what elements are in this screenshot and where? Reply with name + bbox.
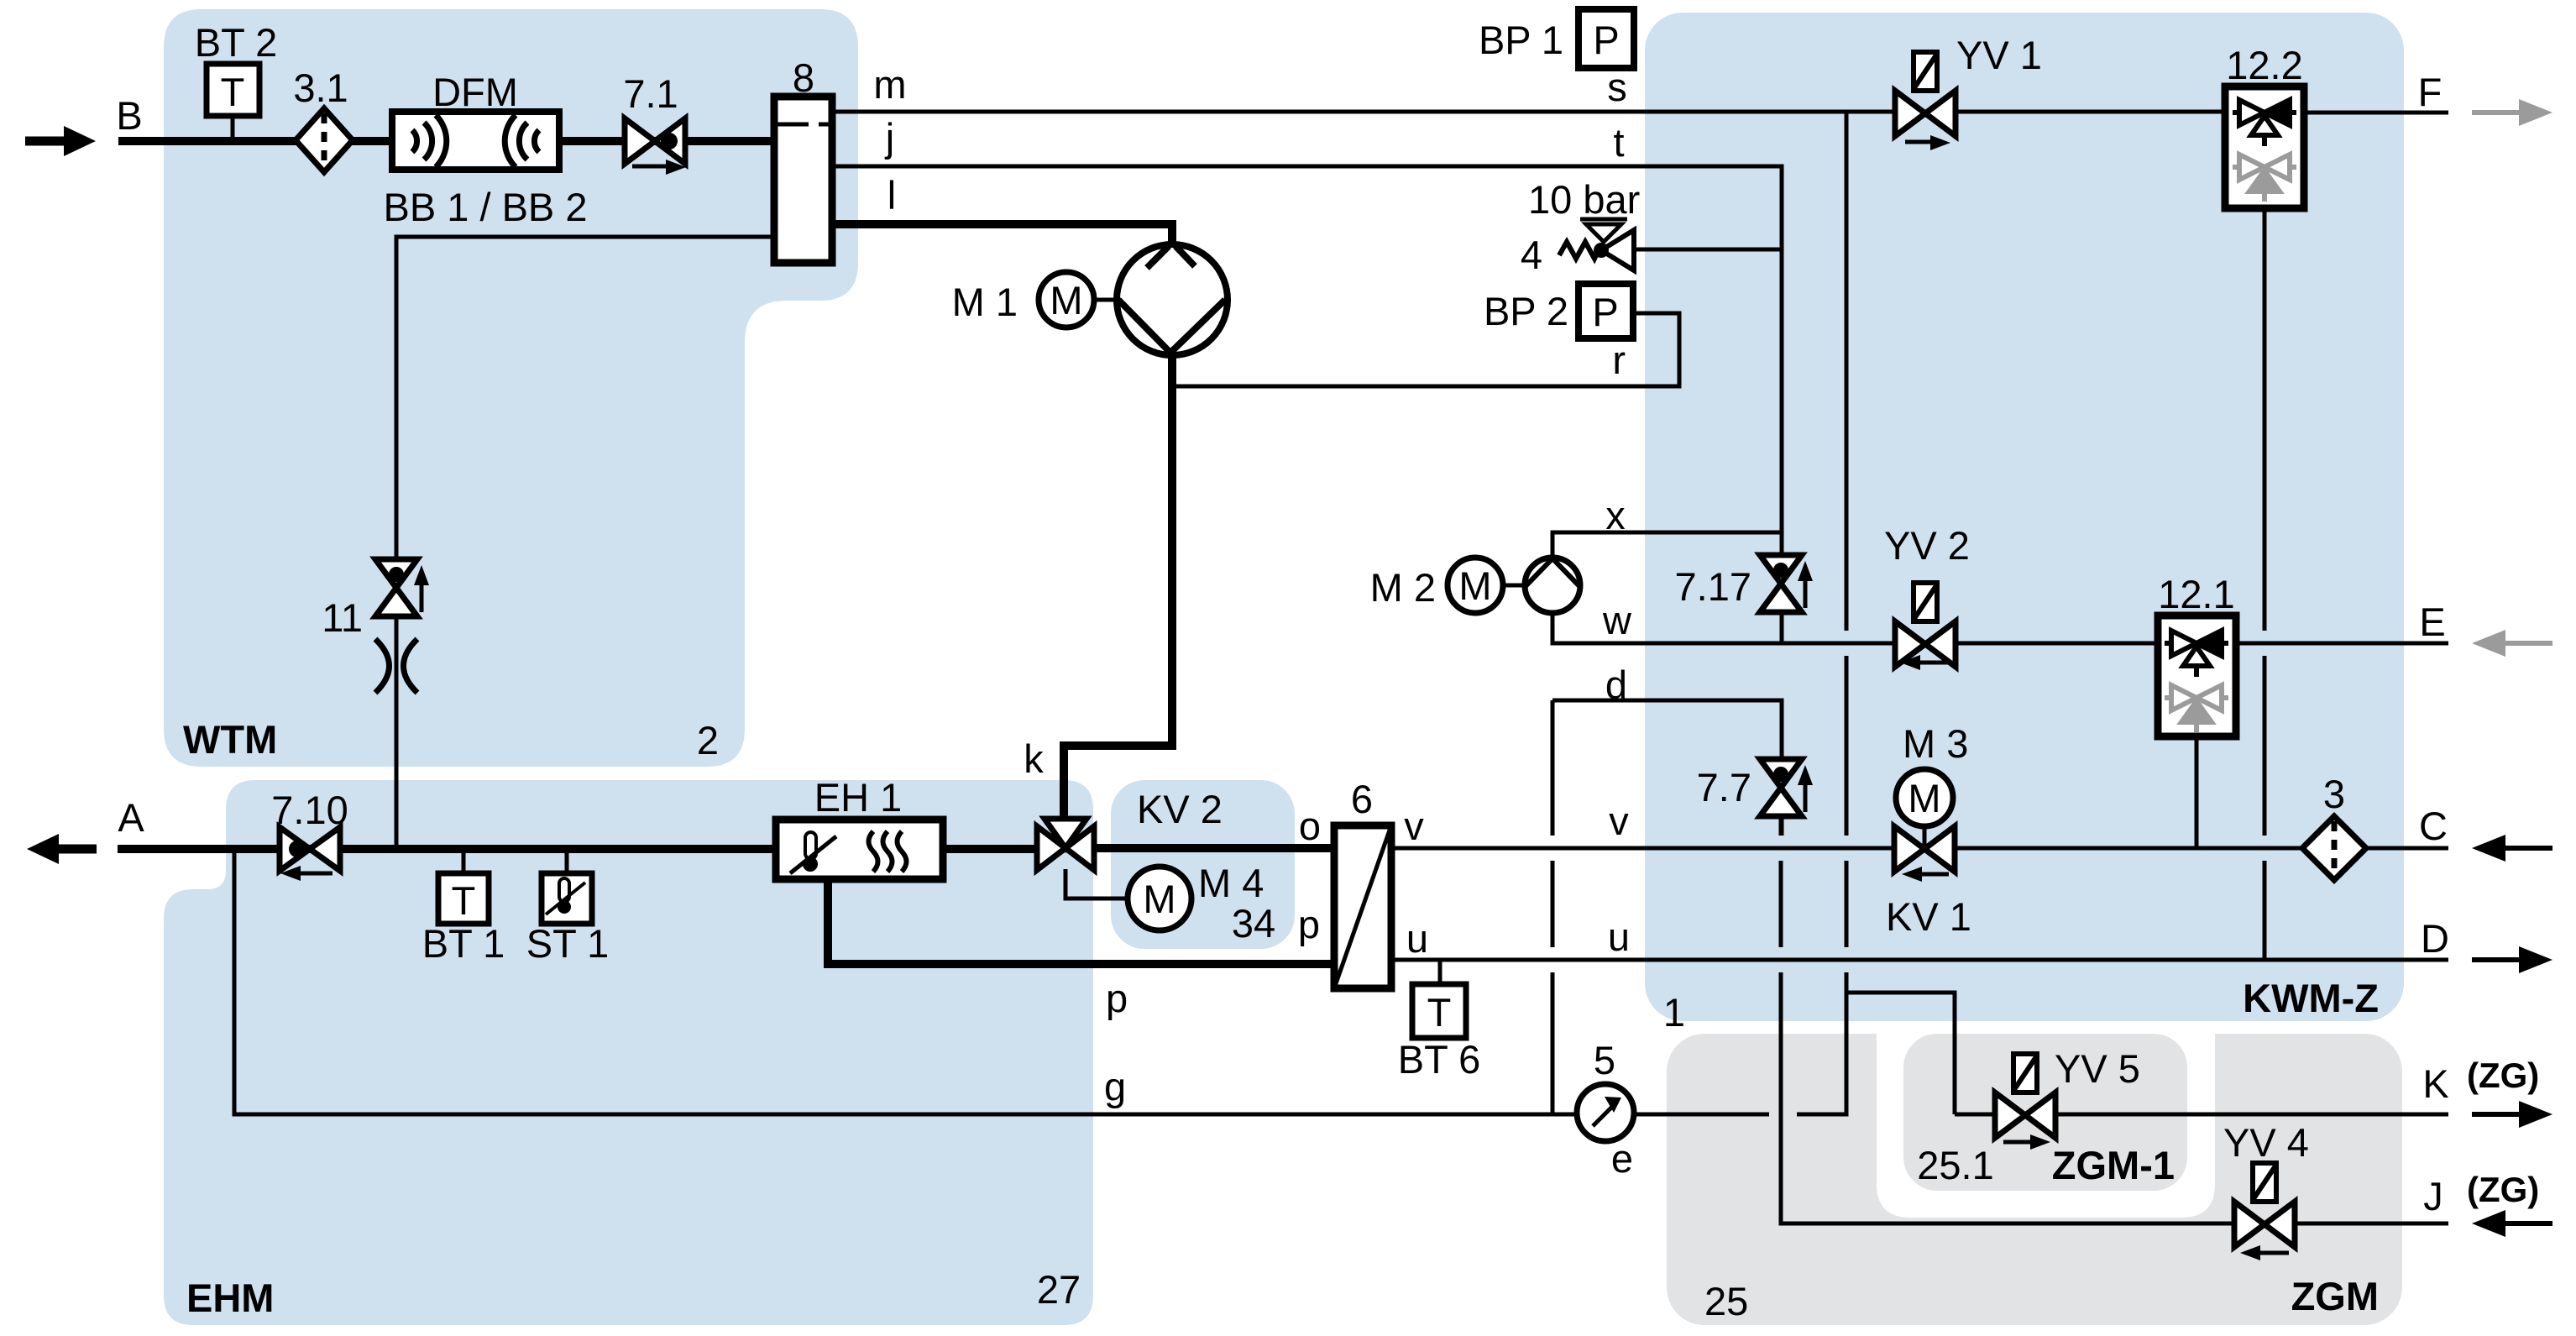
svg-text:5: 5 [1594, 1038, 1615, 1082]
svg-text:u: u [1406, 916, 1428, 961]
svg-text:7.1: 7.1 [623, 71, 678, 116]
svg-text:(ZG): (ZG) [2467, 1056, 2539, 1095]
svg-text:KWM-Z: KWM-Z [2243, 976, 2379, 1020]
svg-text:ZGM-1: ZGM-1 [2052, 1143, 2175, 1187]
svg-text:E: E [2419, 600, 2445, 644]
svg-text:T: T [1427, 990, 1452, 1035]
svg-text:t: t [1613, 120, 1624, 165]
svg-text:KV 1: KV 1 [1886, 894, 1971, 939]
svg-text:v: v [1609, 799, 1629, 843]
svg-text:r: r [1612, 338, 1626, 382]
svg-text:3.1: 3.1 [293, 65, 348, 110]
svg-text:BT 1: BT 1 [422, 921, 505, 966]
svg-text:T: T [452, 878, 476, 923]
svg-text:KV 2: KV 2 [1137, 787, 1223, 831]
svg-text:M: M [1458, 563, 1491, 608]
svg-text:M 1: M 1 [952, 280, 1018, 324]
svg-text:DFM: DFM [432, 70, 518, 114]
svg-text:ST 1: ST 1 [526, 921, 609, 966]
svg-text:BP 1: BP 1 [1479, 18, 1563, 62]
svg-text:2: 2 [697, 718, 719, 762]
svg-text:6: 6 [1351, 777, 1373, 821]
svg-text:12.2: 12.2 [2226, 43, 2302, 87]
svg-text:x: x [1605, 493, 1626, 537]
svg-text:ZGM: ZGM [2291, 1274, 2379, 1318]
svg-text:u: u [1608, 914, 1630, 959]
svg-text:8: 8 [793, 55, 814, 100]
svg-text:BP 2: BP 2 [1484, 289, 1568, 333]
svg-text:d: d [1605, 663, 1627, 707]
svg-text:4: 4 [1521, 233, 1542, 277]
svg-text:10 bar: 10 bar [1528, 177, 1640, 222]
svg-text:12.1: 12.1 [2158, 572, 2234, 616]
svg-text:A: A [118, 795, 144, 840]
svg-text:EH 1: EH 1 [814, 775, 903, 820]
svg-text:l: l [887, 173, 896, 217]
svg-text:1: 1 [1663, 990, 1685, 1035]
svg-text:v: v [1404, 804, 1424, 848]
svg-text:11: 11 [322, 595, 363, 640]
svg-text:YV 2: YV 2 [1884, 523, 1970, 568]
svg-text:g: g [1104, 1064, 1126, 1108]
svg-text:p: p [1106, 976, 1128, 1020]
svg-text:B: B [116, 93, 142, 138]
svg-text:27: 27 [1037, 1267, 1081, 1312]
svg-text:BT 6: BT 6 [1398, 1037, 1480, 1082]
svg-text:K: K [2422, 1061, 2448, 1106]
svg-text:M: M [1908, 776, 1940, 820]
svg-text:YV 5: YV 5 [2055, 1046, 2140, 1091]
svg-text:7.10: 7.10 [271, 788, 348, 832]
svg-text:YV 4: YV 4 [2223, 1120, 2309, 1165]
svg-text:(ZG): (ZG) [2467, 1170, 2539, 1209]
svg-text:7.17: 7.17 [1675, 564, 1751, 609]
svg-text:WTM: WTM [183, 717, 277, 762]
svg-text:BT 2: BT 2 [195, 20, 277, 65]
svg-text:34: 34 [1232, 901, 1275, 946]
svg-text:F: F [2418, 70, 2442, 114]
svg-text:M 3: M 3 [1903, 721, 1968, 766]
svg-text:BB 1 / BB 2: BB 1 / BB 2 [384, 185, 588, 229]
svg-text:YV 1: YV 1 [1956, 33, 2042, 77]
svg-text:s: s [1607, 65, 1627, 109]
svg-text:M 2: M 2 [1370, 565, 1436, 610]
svg-text:T: T [221, 70, 245, 114]
svg-text:w: w [1602, 598, 1632, 642]
svg-text:25.1: 25.1 [1917, 1143, 1993, 1187]
svg-text:M: M [1143, 877, 1175, 921]
svg-text:p: p [1298, 902, 1320, 946]
svg-text:P: P [1593, 18, 1619, 62]
svg-text:m: m [873, 62, 906, 107]
svg-text:j: j [884, 115, 894, 160]
svg-text:k: k [1024, 736, 1044, 781]
svg-text:M: M [1050, 278, 1082, 322]
svg-text:J: J [2423, 1174, 2443, 1218]
svg-text:o: o [1299, 804, 1321, 848]
svg-text:7.7: 7.7 [1697, 765, 1751, 809]
svg-text:C: C [2419, 804, 2448, 848]
svg-text:P: P [1592, 290, 1618, 334]
svg-text:25: 25 [1704, 1279, 1748, 1323]
svg-text:EHM: EHM [186, 1276, 274, 1320]
svg-text:D: D [2421, 916, 2449, 961]
svg-text:M 4: M 4 [1198, 861, 1264, 905]
svg-text:e: e [1611, 1136, 1633, 1181]
svg-text:3: 3 [2323, 772, 2345, 816]
